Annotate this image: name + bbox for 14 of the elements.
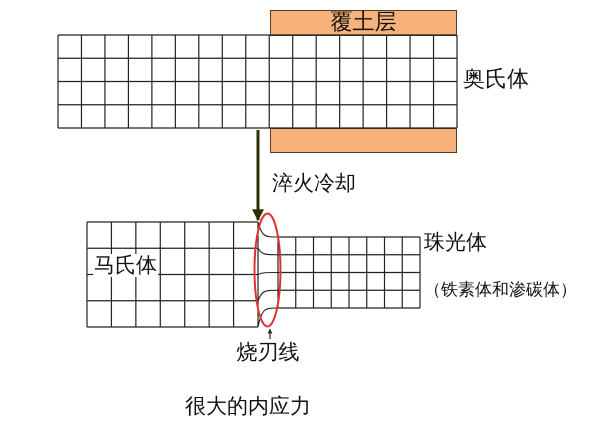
edge-label: 淬火冷却 (272, 171, 356, 196)
phase-label: 珠光体 (424, 231, 487, 254)
note-text: 很大的内应力 (185, 394, 311, 420)
phase-label: （铁素体和渗碳体） (424, 281, 577, 300)
callout-text: 烧刃线 (220, 340, 316, 370)
layer-label: 覆土层 (330, 12, 396, 34)
clay-layer-bar (270, 128, 457, 153)
phase-label: 奥氏体 (463, 68, 529, 92)
highlight-ellipse (253, 212, 282, 328)
leader-line (267, 328, 273, 339)
crystal-grid-drawing (87, 222, 258, 327)
arrow (252, 130, 264, 222)
clay-layer-bar (270, 10, 457, 36)
phase-label: 马氏体 (93, 254, 158, 278)
